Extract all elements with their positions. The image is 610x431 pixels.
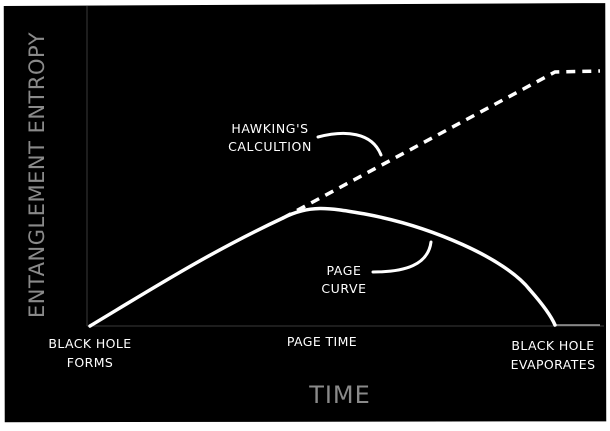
hawking-label-line2: CALCULTION <box>228 139 312 154</box>
page-pointer <box>371 240 433 274</box>
hawking-label-line1: HAWKING'S <box>231 121 308 136</box>
tick-start-line1: BLACK HOLE <box>48 336 131 351</box>
page-label-line2: CURVE <box>321 281 366 296</box>
page-label-line1: PAGE <box>326 263 361 278</box>
tick-middle: PAGE TIME <box>287 334 357 349</box>
page-curve <box>281 206 557 327</box>
tick-end-line2: EVAPORATES <box>511 357 596 372</box>
tick-start-line2: FORMS <box>67 355 113 370</box>
hawking-curve-dashed <box>282 69 601 220</box>
hawking-pointer <box>316 131 383 157</box>
y-axis-label: ENTANGLEMENT ENTROPY <box>25 32 49 318</box>
tick-end-line1: BLACK HOLE <box>511 338 594 353</box>
hawking-curve-shared-segment <box>88 216 285 328</box>
x-axis-label: TIME <box>308 381 371 409</box>
